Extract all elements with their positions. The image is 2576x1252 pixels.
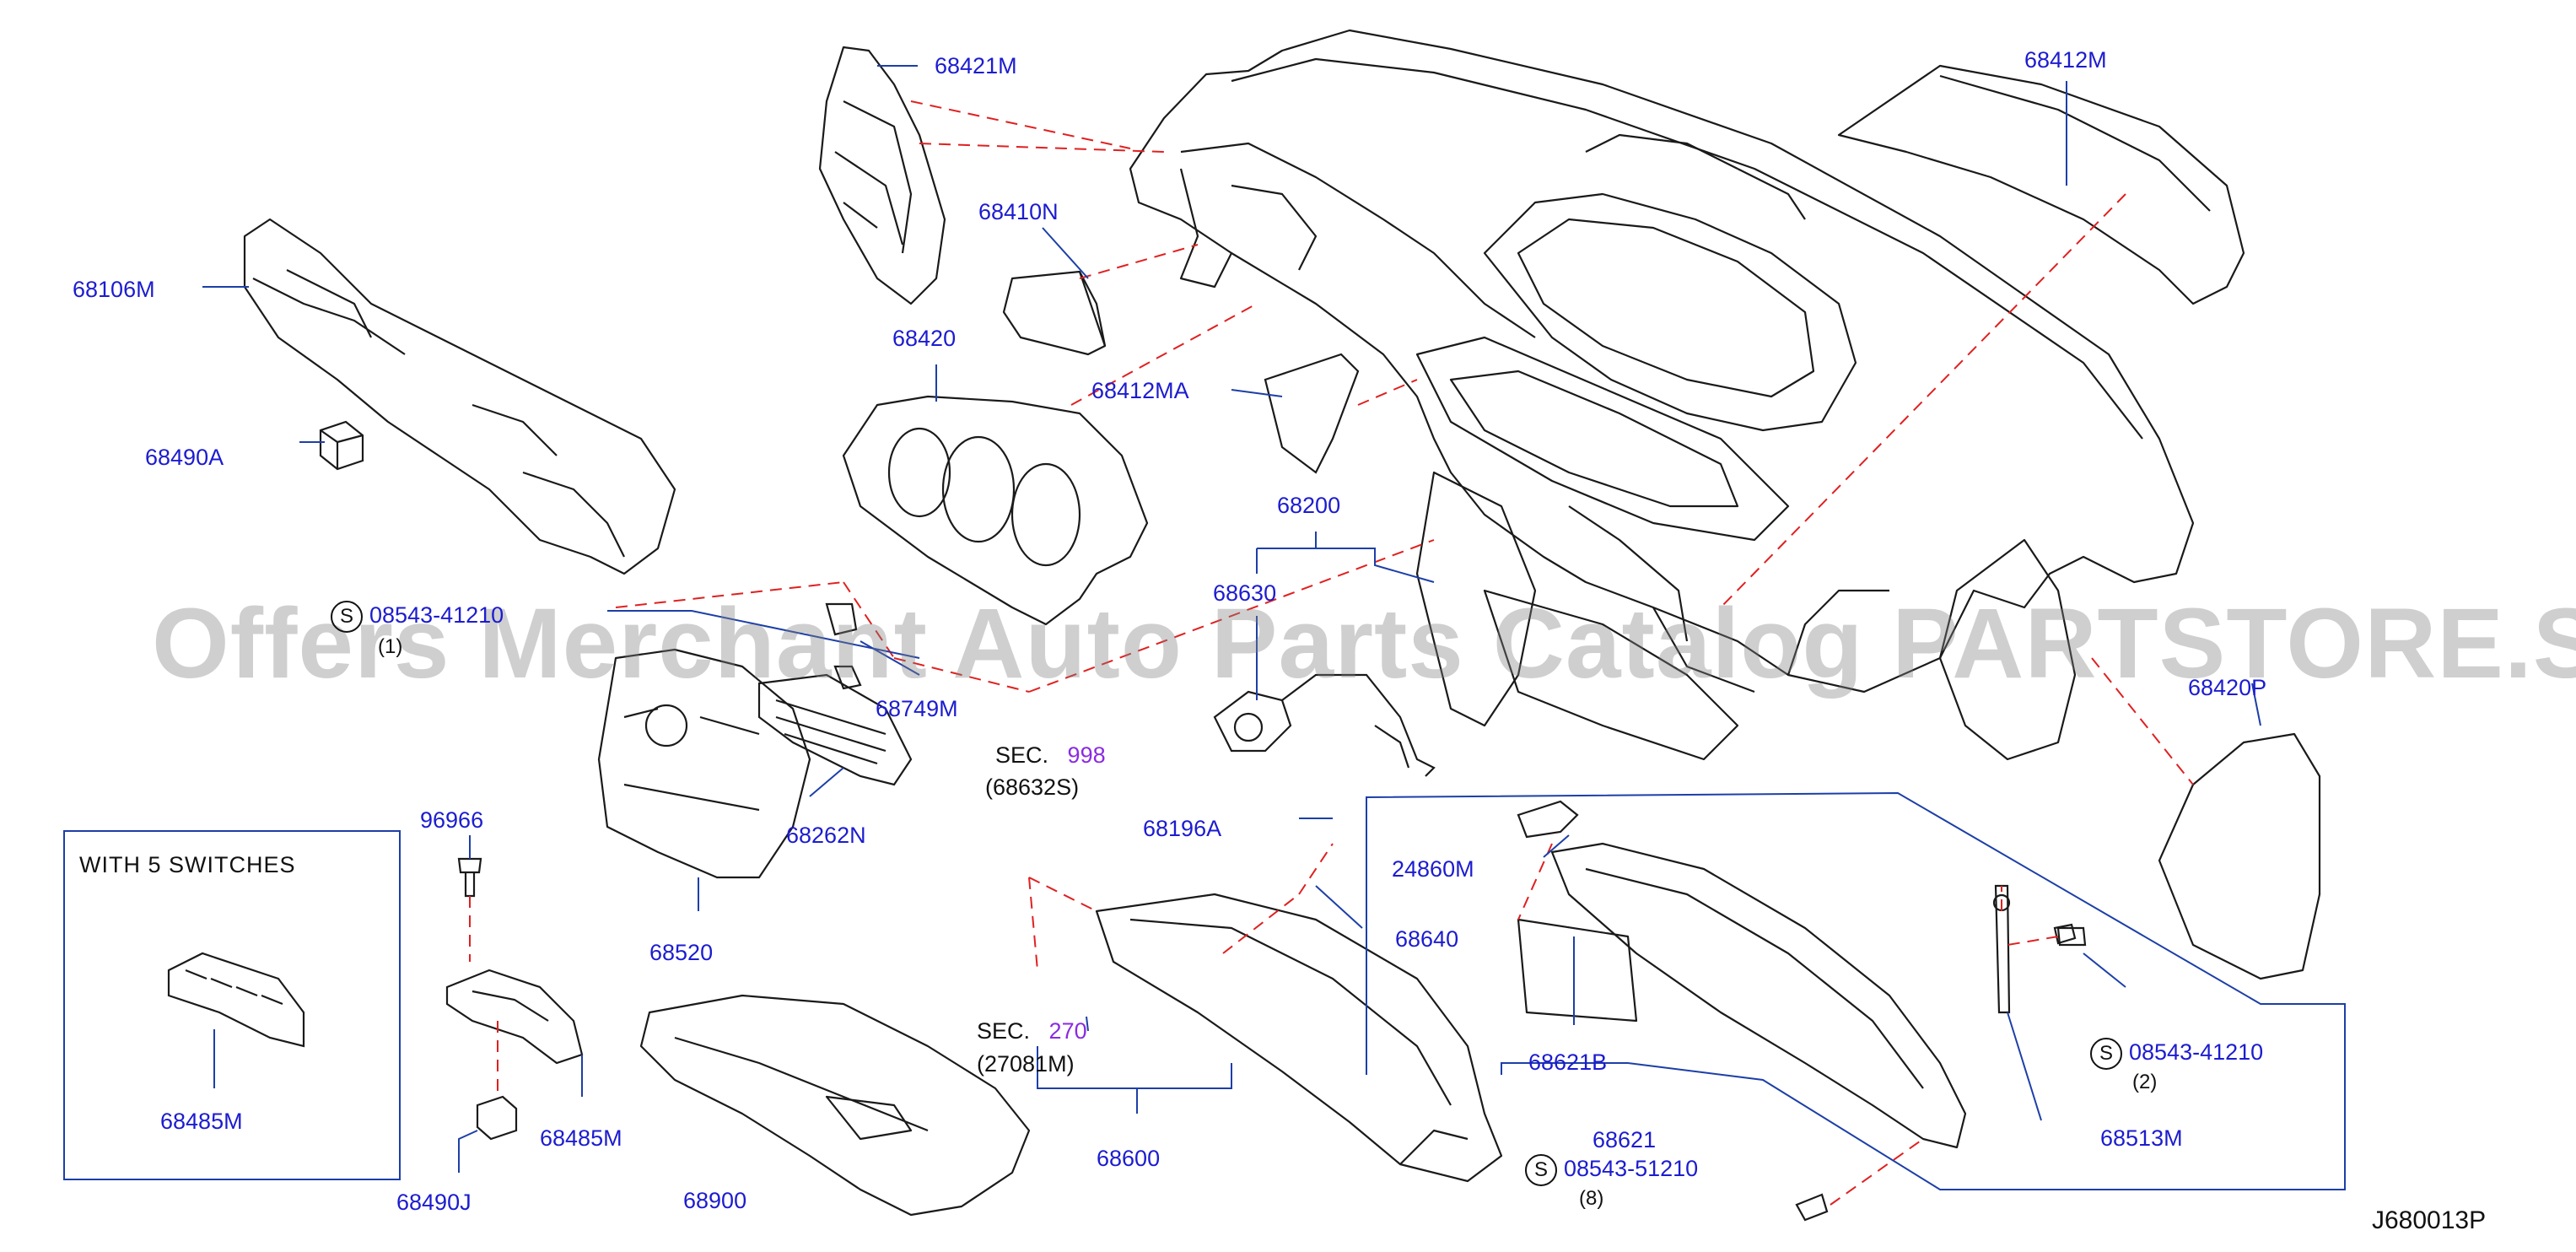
lamp-24860M-illustration: [1517, 800, 1579, 839]
section-prefix: SEC.: [995, 742, 1049, 768]
standard-part-s-icon: S: [1525, 1154, 1557, 1186]
screw-part-number: 08543-41210: [2129, 1039, 2264, 1066]
part-label-68490A[interactable]: 68490A: [145, 445, 224, 470]
damper-68513M-illustration: [1992, 884, 2087, 1014]
part-label-68200[interactable]: 68200: [1277, 493, 1341, 518]
section-reference-270[interactable]: SEC. 270: [977, 1018, 1087, 1044]
part-label-68630[interactable]: 68630: [1213, 580, 1277, 606]
part-label-68513M[interactable]: 68513M: [2100, 1125, 2183, 1151]
inset-illustration: [63, 830, 401, 1180]
section-prefix: SEC.: [977, 1018, 1031, 1044]
part-label-68600[interactable]: 68600: [1097, 1146, 1161, 1171]
part-label-68410N[interactable]: 68410N: [978, 199, 1059, 224]
part-label-96966[interactable]: 96966: [420, 807, 484, 833]
center-finisher-illustration: [597, 648, 811, 879]
section-number: 998: [1067, 742, 1106, 768]
leader-lines: [202, 65, 2346, 1190]
part-label-68196A[interactable]: 68196A: [1143, 816, 1222, 841]
switch-bracket-68485M-illustration: [445, 969, 584, 1065]
instrument-panel-illustration: [1129, 29, 2195, 761]
side-bracket-illustration: [818, 46, 946, 305]
part-label-68749M[interactable]: 68749M: [876, 696, 958, 721]
section-subref-27081M: (27081M): [977, 1051, 1075, 1077]
screw-quantity-2: (2): [2132, 1071, 2158, 1093]
part-label-68520[interactable]: 68520: [649, 940, 714, 965]
part-label-68485M[interactable]: 68485M: [540, 1125, 622, 1151]
switch-68490J-illustration: [476, 1095, 518, 1141]
glove-box-illustration: [1095, 893, 1503, 1183]
clip-68749M-illustration: [825, 602, 862, 690]
screw-quantity-1: (1): [378, 635, 403, 658]
switch-assembly-68630-illustration: [1213, 673, 1436, 777]
diagram-code: J680013P: [2372, 1206, 2487, 1234]
section-subref-68632S: (68632S): [985, 774, 1080, 800]
part-label-68412MA[interactable]: 68412MA: [1091, 378, 1189, 403]
standard-part-s-icon: S: [331, 601, 363, 633]
screw-quantity-3: (8): [1579, 1187, 1604, 1210]
part-label-68490J[interactable]: 68490J: [396, 1190, 472, 1215]
part-label-68421M[interactable]: 68421M: [935, 53, 1017, 78]
part-label-24860M[interactable]: 24860M: [1392, 856, 1474, 882]
screw-96966-illustration: [457, 857, 482, 898]
trim-68412MA-illustration: [1264, 353, 1360, 474]
top-pad-illustration: [1837, 64, 2245, 305]
assembly-dash-lines: [469, 100, 2194, 1206]
part-label-68412M[interactable]: 68412M: [2024, 47, 2107, 73]
switch-68490A-illustration: [319, 420, 364, 471]
lower-panel-illustration: [243, 218, 676, 575]
standard-part-s-icon: S: [2090, 1038, 2122, 1070]
glove-box-inner-illustration: [1517, 842, 1967, 1149]
vent-grille-illustration: [757, 673, 913, 786]
part-label-68900[interactable]: 68900: [683, 1188, 747, 1213]
lower-cover-illustration: [639, 994, 1031, 1217]
section-number: 270: [1048, 1018, 1087, 1044]
section-reference-998[interactable]: SEC. 998: [995, 742, 1106, 768]
screw-part-number: 08543-41210: [369, 602, 504, 629]
part-label-68640[interactable]: 68640: [1395, 926, 1459, 952]
side-panel-68420P-illustration: [2158, 732, 2321, 980]
part-label-68106M[interactable]: 68106M: [73, 277, 155, 302]
part-label-68621B[interactable]: 68621B: [1528, 1050, 1608, 1075]
screw-bottom-illustration: [1795, 923, 2077, 1222]
part-label-68621[interactable]: 68621: [1592, 1127, 1657, 1152]
lid-illustration: [1002, 270, 1107, 356]
screw-part-number: 08543-51210: [1564, 1156, 1699, 1182]
cluster-hood-illustration: [842, 395, 1149, 626]
part-label-68420[interactable]: 68420: [892, 326, 957, 351]
screw-callout-2[interactable]: S 08543-41210: [2090, 1038, 2263, 1070]
screw-callout-3[interactable]: S 08543-51210: [1525, 1154, 1698, 1186]
part-label-68485M-inset[interactable]: 68485M: [160, 1109, 243, 1134]
inset-title: WITH 5 SWITCHES: [79, 852, 296, 877]
part-label-68420P[interactable]: 68420P: [2188, 675, 2267, 700]
part-label-68262N[interactable]: 68262N: [786, 823, 866, 848]
